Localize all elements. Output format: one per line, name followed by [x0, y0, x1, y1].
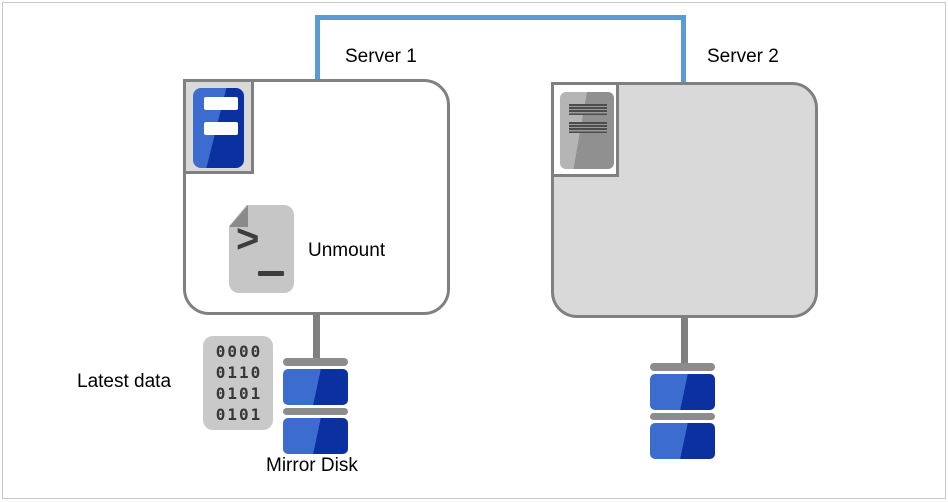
disk-cap	[650, 363, 715, 371]
server-vent-icon	[569, 104, 607, 115]
server2-icon-cell	[551, 82, 619, 177]
active-server-icon	[193, 88, 244, 168]
server2-label: Server 2	[707, 46, 779, 67]
disk-cap	[283, 358, 348, 366]
cursor-underscore	[258, 271, 284, 276]
disk-platter	[283, 418, 348, 454]
server-slot-icon	[204, 97, 238, 110]
disk-platter	[283, 369, 348, 405]
binary-row: 0000	[215, 342, 263, 361]
binary-row: 0101	[215, 405, 263, 424]
unmount-label: Unmount	[308, 240, 386, 261]
server1-disk-link-line	[313, 312, 320, 359]
latest-data-label: Latest data	[77, 371, 172, 392]
disk-spacer	[283, 408, 348, 415]
binary-row: 0101	[215, 384, 263, 403]
server-slot-icon	[204, 122, 238, 135]
standby-server-icon	[560, 92, 614, 169]
shell-prompt-glyph: >	[236, 217, 260, 261]
mirror-disk-label: Mirror Disk	[266, 455, 358, 476]
disk-platter	[650, 374, 715, 410]
server1-mirror-disk-icon	[283, 358, 348, 457]
disk-platter	[650, 423, 715, 459]
binary-data-icon: 0000 0110 0101 0101	[203, 336, 273, 430]
server2-mirror-disk-icon	[650, 363, 715, 462]
server1-label: Server 1	[345, 46, 417, 67]
server2-disk-link-line	[681, 315, 688, 363]
server1-icon-cell	[183, 79, 254, 174]
binary-row: 0110	[215, 363, 263, 382]
server-vent-icon	[569, 122, 607, 133]
unmount-script-file-icon: >	[229, 205, 294, 293]
disk-spacer	[650, 413, 715, 420]
server-interconnect-line	[315, 15, 686, 82]
